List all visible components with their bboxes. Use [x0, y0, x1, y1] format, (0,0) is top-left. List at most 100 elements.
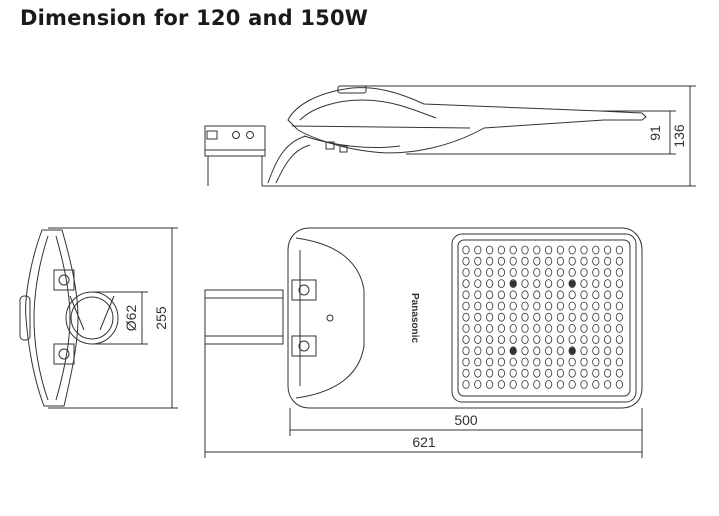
dim-label-pole: Ø62 — [123, 305, 139, 332]
led-lens — [497, 279, 505, 289]
plan-housing — [287, 227, 643, 409]
side-bracket — [204, 125, 266, 157]
led-lens — [544, 379, 553, 389]
led-lens — [592, 335, 600, 345]
led-lens — [533, 379, 541, 389]
led-lens — [485, 301, 494, 311]
led-lens — [592, 346, 600, 356]
led-lens — [568, 357, 576, 367]
led-lens — [580, 379, 588, 389]
led-lens — [615, 379, 624, 389]
dim-label-500: 500 — [454, 412, 478, 428]
led-lens — [544, 256, 553, 266]
led-lens — [521, 279, 529, 289]
led-lens — [509, 267, 517, 277]
led-lens — [485, 267, 494, 277]
led-lens — [497, 267, 505, 277]
led-lens — [556, 346, 565, 356]
led-lens — [603, 301, 612, 311]
led-lens — [497, 379, 505, 389]
led-lens — [462, 267, 470, 277]
led-lens — [533, 290, 541, 300]
led-lens — [592, 256, 600, 266]
led-lens — [556, 368, 565, 378]
led-lens — [592, 357, 600, 367]
led-lens — [615, 279, 624, 289]
led-lens — [592, 323, 600, 333]
side-clip — [339, 145, 348, 153]
led-lens — [603, 323, 612, 333]
led-lens — [521, 301, 529, 311]
led-lens — [556, 335, 565, 345]
led-lens — [544, 335, 553, 345]
front-clamp-top — [53, 269, 75, 291]
led-lens — [497, 335, 505, 345]
led-lens — [485, 379, 494, 389]
led-lens — [533, 346, 541, 356]
led-lens — [544, 346, 553, 356]
led-lens — [568, 301, 576, 311]
led-lens — [603, 256, 612, 266]
led-lens — [521, 267, 529, 277]
led-lens — [580, 312, 588, 322]
led-lens — [462, 357, 470, 367]
led-lens — [556, 290, 565, 300]
plan-view — [204, 227, 643, 458]
led-lens — [580, 267, 588, 277]
led-lens — [533, 368, 541, 378]
front-pole-circle — [65, 291, 119, 345]
dim-label-91: 91 — [647, 125, 663, 141]
led-lens — [521, 312, 529, 322]
led-lens — [474, 290, 482, 300]
led-lens — [603, 335, 612, 345]
led-lens — [462, 379, 470, 389]
side-arm — [267, 135, 307, 184]
led-lens — [615, 245, 624, 255]
led-panel — [451, 233, 637, 403]
led-lens — [497, 346, 505, 356]
led-lens — [556, 256, 565, 266]
led-lens — [615, 290, 624, 300]
led-lens — [474, 335, 482, 345]
led-lens — [462, 279, 470, 289]
led-lens — [497, 290, 505, 300]
led-lens — [615, 368, 624, 378]
led-lens — [556, 357, 565, 367]
led-lens — [556, 301, 565, 311]
led-lens — [544, 312, 553, 322]
led-lens — [462, 323, 470, 333]
led-lens — [580, 256, 588, 266]
led-lens — [497, 357, 505, 367]
led-lens — [497, 312, 505, 322]
led-lens — [474, 346, 482, 356]
side-bracket-screw — [206, 130, 218, 140]
led-lens — [485, 279, 494, 289]
led-lens — [615, 346, 624, 356]
side-view — [204, 85, 696, 187]
led-lens — [615, 323, 624, 333]
led-lens — [568, 368, 576, 378]
led-grid — [462, 245, 624, 389]
dim-label-255: 255 — [153, 306, 169, 330]
led-lens — [556, 279, 565, 289]
led-lens — [509, 323, 517, 333]
led-lens — [462, 346, 470, 356]
led-lens — [556, 267, 565, 277]
led-lens — [603, 279, 612, 289]
led-lens — [603, 357, 612, 367]
led-lens — [509, 301, 517, 311]
led-lens — [568, 379, 576, 389]
led-lens — [497, 368, 505, 378]
led-lens — [615, 256, 624, 266]
led-lens — [474, 323, 482, 333]
led-lens — [544, 301, 553, 311]
led-lens — [485, 323, 494, 333]
led-lens — [544, 279, 553, 289]
led-lens — [603, 267, 612, 277]
led-lens — [474, 279, 482, 289]
led-lens — [521, 368, 529, 378]
led-lens — [509, 357, 517, 367]
led-lens — [474, 245, 482, 255]
led-lens — [521, 323, 529, 333]
led-lens — [592, 312, 600, 322]
